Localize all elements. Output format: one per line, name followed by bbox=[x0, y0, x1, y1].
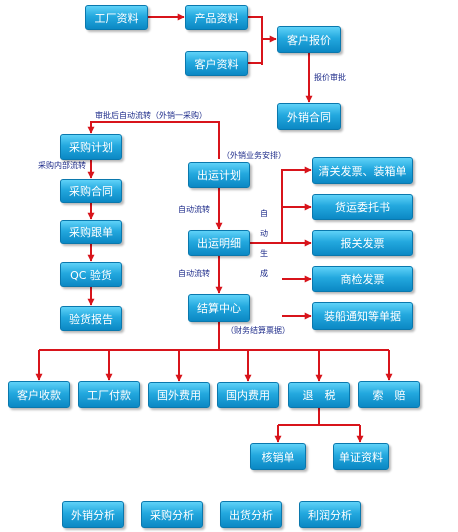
node-freight-entrust[interactable]: 货运委托书 bbox=[312, 194, 413, 220]
node-product-info[interactable]: 产品资料 bbox=[185, 5, 248, 30]
node-verification-form[interactable]: 核销单 bbox=[250, 443, 306, 470]
label-finance-settlement: （财务结算票据） bbox=[226, 326, 290, 335]
node-customs-declare-invoice[interactable]: 报关发票 bbox=[312, 230, 413, 256]
node-shipment-analysis[interactable]: 出货分析 bbox=[220, 501, 282, 528]
node-voucher-info[interactable]: 单证资料 bbox=[333, 443, 389, 470]
node-foreign-expense[interactable]: 国外费用 bbox=[148, 382, 210, 408]
node-settlement-center[interactable]: 结算中心 bbox=[188, 294, 250, 322]
node-customs-invoice-packing[interactable]: 清关发票、装箱单 bbox=[312, 157, 413, 184]
label-auto-transfer-after-approval: 审批后自动流转（外销一采购） bbox=[95, 111, 207, 120]
label-auto-transfer-1: 自动流转 bbox=[178, 205, 210, 214]
connector-doc-trunk bbox=[250, 169, 311, 317]
label-auto-transfer-2: 自动流转 bbox=[178, 269, 210, 278]
node-qc-inspection[interactable]: QC 验货 bbox=[60, 262, 122, 287]
node-shipping-plan[interactable]: 出运计划 bbox=[188, 162, 250, 188]
node-purchase-contract[interactable]: 采购合同 bbox=[60, 179, 122, 203]
node-factory-info[interactable]: 工厂资料 bbox=[85, 5, 148, 30]
node-inspection-report[interactable]: 验货报告 bbox=[60, 306, 122, 331]
node-shipping-detail[interactable]: 出运明细 bbox=[188, 230, 250, 256]
label-purchase-internal-transfer: 采购内部流转 bbox=[38, 161, 86, 170]
node-claim[interactable]: 索 赔 bbox=[358, 381, 420, 408]
node-export-contract[interactable]: 外销合同 bbox=[277, 103, 341, 130]
node-customer-receipt[interactable]: 客户收款 bbox=[8, 381, 70, 408]
node-customer-info[interactable]: 客户资料 bbox=[185, 51, 248, 76]
node-factory-payment[interactable]: 工厂付款 bbox=[78, 381, 140, 408]
connector-settlement-bus bbox=[39, 322, 389, 351]
connector-product-to-bracket bbox=[248, 16, 263, 65]
label-export-business-arrange: （外销业务安排） bbox=[222, 151, 286, 160]
node-inspection-invoice[interactable]: 商检发票 bbox=[312, 266, 413, 292]
label-auto-generate: 自动生成 bbox=[260, 209, 268, 278]
node-domestic-expense[interactable]: 国内费用 bbox=[217, 382, 279, 408]
node-tax-refund[interactable]: 退 税 bbox=[288, 382, 350, 408]
node-shipping-notice[interactable]: 装船通知等单据 bbox=[312, 302, 413, 330]
node-customer-quote[interactable]: 客户报价 bbox=[277, 26, 341, 53]
node-purchase-analysis[interactable]: 采购分析 bbox=[141, 501, 203, 528]
node-purchase-follow[interactable]: 采购跟单 bbox=[60, 220, 122, 244]
node-purchase-plan[interactable]: 采购计划 bbox=[60, 134, 122, 160]
label-quote-approval: 报价审批 bbox=[314, 73, 346, 82]
connector-tax-refund-split bbox=[278, 408, 360, 426]
node-profit-analysis[interactable]: 利润分析 bbox=[299, 501, 361, 528]
node-export-analysis[interactable]: 外销分析 bbox=[62, 501, 124, 528]
